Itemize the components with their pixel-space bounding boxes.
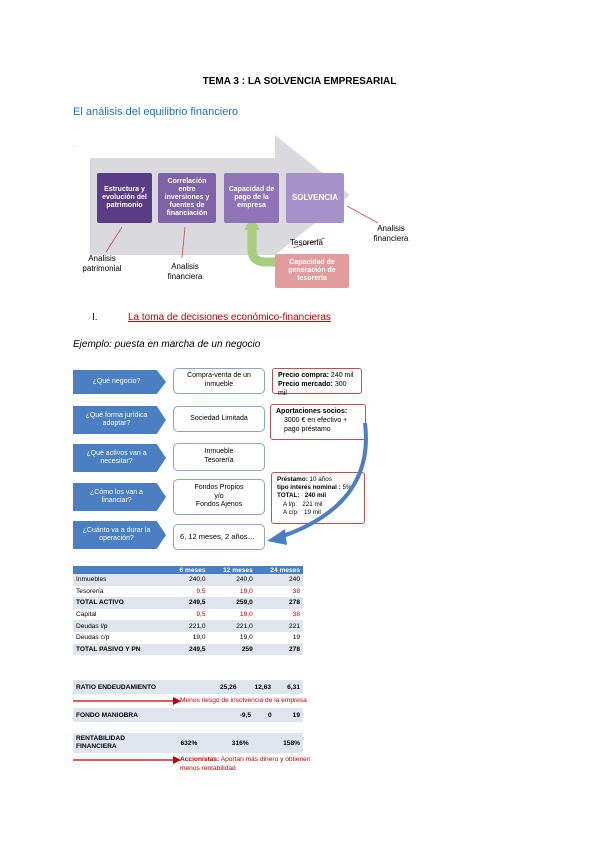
price-mercado: Precio mercado: 300 mil — [278, 380, 347, 397]
example-title: Ejemplo: puesta en marcha de un negocio — [73, 339, 261, 350]
diagram-box-solvencia: SOLVENCIA — [286, 173, 344, 223]
note-insolvencia: Menos riesgo de insolvencia de la empres… — [180, 697, 307, 704]
diagram-box-generacion-tesoreria: Capacidad de generación de tesorería — [275, 254, 349, 288]
aportaciones-title: Aportaciones socios: — [276, 408, 348, 415]
prestamo-box: Préstamo: 10 años tipo interés nominal :… — [271, 472, 365, 524]
question-negocio: ¿Qué negocio? — [73, 370, 166, 394]
diagram-box-patrimonio: Estructura y evolución del patrimonio — [97, 173, 152, 223]
page-title: TEMA 3 : LA SOLVENCIA EMPRESARIAL — [202, 76, 397, 87]
bullet-dot: . — [73, 140, 76, 149]
pointer-line-financiera — [181, 226, 186, 259]
answer-negocio: Compra-venta de un inmueble — [173, 368, 265, 394]
diagram-box-correlacion: Correlación entre inversiones y fuentes … — [158, 173, 216, 223]
arrow-insolvencia — [73, 697, 181, 705]
price-box: Precio compra: 240 mil Precio mercado: 3… — [272, 368, 362, 397]
section-title: La toma de decisiones económico-financie… — [128, 312, 331, 323]
question-financiar: ¿Cómo los van a financiar? — [73, 483, 166, 511]
big-arrow — [90, 135, 350, 255]
tesoreria-line — [292, 237, 326, 249]
question-duracion: ¿Cuánto va a durar la operación? — [73, 521, 166, 549]
loop-arrow-head — [244, 216, 260, 230]
label-analisis-financiera-left: Analisis financiera — [167, 262, 203, 281]
table-header-row: 6 meses 12 meses 24 meses — [73, 566, 303, 574]
curved-arrow — [267, 422, 368, 545]
arrow-accionistas — [73, 756, 181, 764]
label-analisis-financiera-right: Analisis financiera — [373, 224, 409, 243]
section-header: I. La toma de decisiones económico-finan… — [92, 312, 331, 323]
answer-duracion: 6, 12 meses, 2 años… — [173, 524, 265, 550]
aportaciones-text: 3000 € en efectivo + pago préstamo — [284, 416, 348, 433]
diagram-box-capacidad-pago: Capacidad de pago de la empresa — [224, 173, 279, 223]
price-compra: Precio compra: 240 mil — [278, 372, 354, 379]
section-heading: El análisis del equilibrio financiero — [73, 106, 239, 118]
answer-activos: Inmueble Tesorería — [173, 443, 265, 471]
answer-forma-juridica: Sociedad Limitada — [173, 406, 265, 432]
answer-financiar: Fondos Propios y/o Fondos Ajenos — [173, 479, 265, 515]
aportaciones-box: Aportaciones socios: 3000 € en efectivo … — [270, 404, 366, 440]
tesoreria-label: Tesoreria — [290, 238, 323, 247]
pointer-line-right — [346, 205, 379, 224]
section-number: I. — [92, 312, 98, 323]
question-forma-juridica: ¿Qué forma jurídica adoptar? — [73, 406, 166, 434]
loop-arrow — [247, 226, 282, 267]
note-accionistas: Accionistas: Aportan más dinero y obtien… — [180, 756, 311, 772]
pointer-line-patrimonial — [105, 226, 123, 253]
question-activos: ¿Qué activos van a necesitar? — [73, 444, 166, 472]
label-analisis-patrimonial: Analisis patrimonial — [82, 254, 122, 273]
solvency-diagram — [90, 135, 379, 267]
